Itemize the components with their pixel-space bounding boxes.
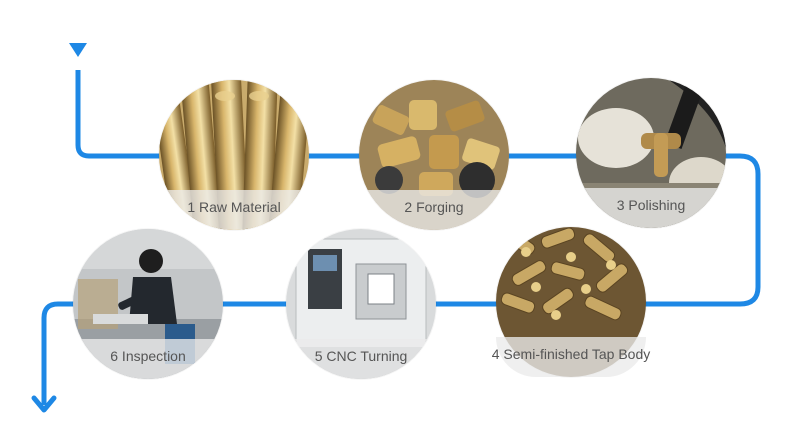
end-arrow-icon <box>31 395 57 413</box>
step-label: 1 Raw Material <box>159 190 309 230</box>
step-label: 6 Inspection <box>73 339 223 379</box>
step-label: 5 CNC Turning <box>286 339 436 379</box>
start-arrow-icon <box>69 43 87 57</box>
step-raw-material: 1 Raw Material <box>159 80 309 230</box>
step-forging: 2 Forging <box>359 80 509 230</box>
step-semi-finished-tap-body: 4 Semi-finished Tap Body <box>492 227 650 377</box>
step-label: 3 Polishing <box>576 188 726 228</box>
step-label-bg <box>496 337 646 377</box>
step-label: 2 Forging <box>359 190 509 230</box>
step-label: 4 Semi-finished Tap Body <box>491 346 651 362</box>
flow-path <box>41 70 761 405</box>
step-inspection: 6 Inspection <box>73 229 223 379</box>
step-cnc-turning: 5 CNC Turning <box>286 229 436 379</box>
step-polishing: 3 Polishing <box>576 78 726 228</box>
